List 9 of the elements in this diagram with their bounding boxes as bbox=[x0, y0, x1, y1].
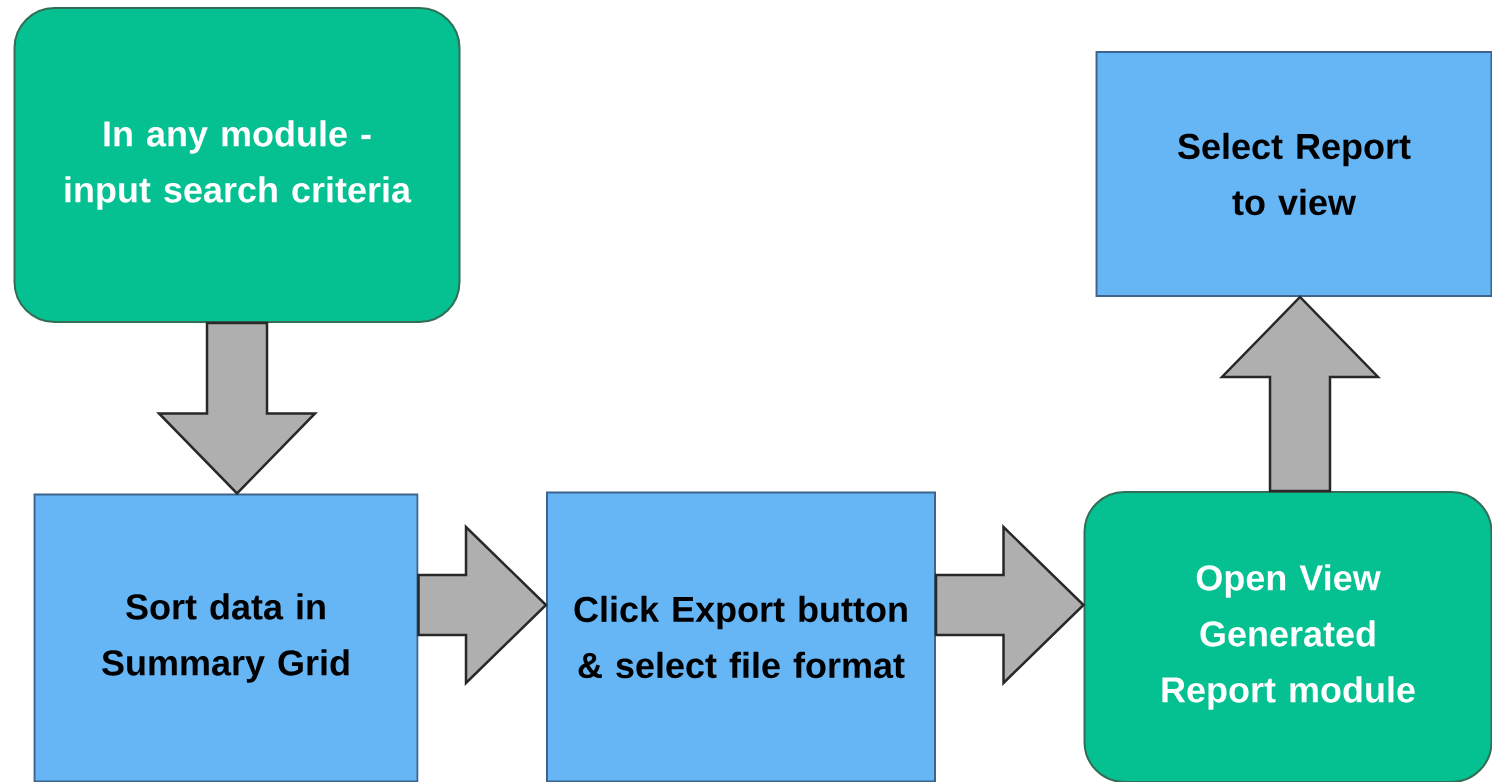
process-box: Select Report to view bbox=[1095, 51, 1492, 297]
process-box: Sort data in Summary Grid bbox=[33, 493, 419, 782]
rounded-process-box: Open View Generated Report module bbox=[1083, 491, 1492, 782]
block-arrow bbox=[156, 321, 318, 496]
process-box: Click Export button & select file format bbox=[546, 491, 936, 782]
block-arrow bbox=[417, 524, 548, 686]
block-arrow bbox=[934, 524, 1086, 686]
block-arrow bbox=[1219, 295, 1381, 493]
rounded-process-box: In any module - input search criteria bbox=[13, 7, 461, 323]
